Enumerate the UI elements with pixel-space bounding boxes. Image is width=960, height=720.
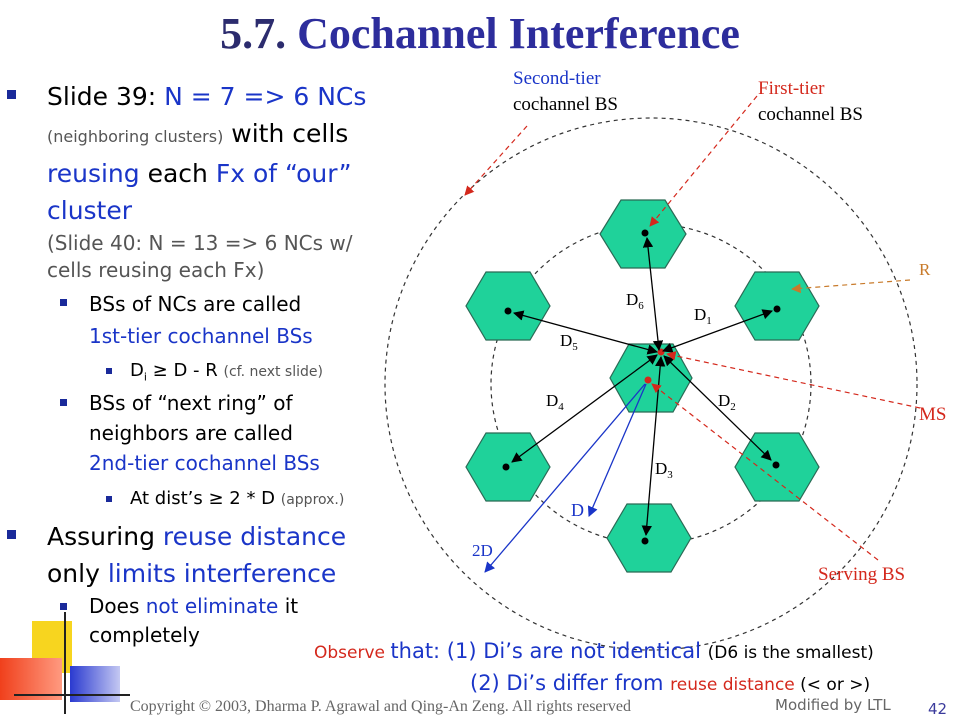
text-next-ring: BSs of “next ring” of (89, 391, 293, 415)
serving-bs-label: Serving BS (818, 564, 906, 585)
text-first-tier-bss: 1st-tier cochannel BSs (89, 324, 313, 348)
observe-word: Observe (314, 643, 391, 663)
text-it: it (278, 594, 299, 618)
deco-blue-block (70, 666, 120, 702)
text-reuse-distance: reuse distance (162, 522, 347, 551)
hex-center (609, 343, 693, 413)
text-fx: Fx of “our” cluster (47, 159, 352, 225)
text-bss-ncs: BSs of NCs are called (89, 292, 302, 316)
d4-letter: D (546, 391, 558, 410)
text-each: each (139, 159, 216, 188)
bullet-does-not: Does not eliminate it completely (60, 592, 389, 650)
first-tier-line2: cochannel BS (758, 104, 864, 125)
text-slide40-line1: (Slide 40: N = 13 => 6 NCs w/ (47, 231, 353, 255)
second-tier-line2: cochannel BS (513, 94, 619, 115)
text-slide40-line2: cells reusing each Fx) (47, 258, 265, 282)
svg-text:D2: D2 (718, 391, 736, 413)
bullet-dist: At dist’s ≥ 2 * D (approx.) (105, 486, 345, 513)
deco-vertical-line (64, 612, 66, 714)
deco-red-block (0, 658, 62, 700)
observe-that: that: (1) Di’s are not identical (390, 639, 708, 663)
svg-text:D6: D6 (626, 290, 644, 312)
text-neighboring: (neighboring clusters) (47, 127, 224, 146)
d6-letter: D (626, 290, 638, 309)
text-with-cells: with cells (223, 119, 349, 148)
d3-sub: 3 (667, 469, 673, 481)
distance-arrows (511, 236, 773, 537)
observe-note: Observe that: (1) Di’s are not identical… (314, 636, 874, 700)
observe-line2a: (2) Di’s differ from (470, 671, 671, 695)
observe-line2b: reuse distance (670, 675, 795, 695)
text-only: only (47, 559, 108, 588)
r-callout-line (791, 279, 911, 294)
d2-sub: 2 (730, 401, 736, 413)
ms-label: MS (919, 404, 947, 425)
reuse-arrows (484, 383, 647, 573)
d5-sub: 5 (572, 341, 578, 353)
hex-top-left (465, 271, 551, 341)
text-n7: N = 7 => 6 NCs (164, 82, 367, 111)
observe-line2c: (< or >) (794, 675, 871, 695)
text-reusing: reusing (47, 159, 140, 188)
deco-horizontal-line (14, 694, 130, 696)
text-cf-next: (cf. next slide) (223, 364, 323, 380)
bullet-assuring: Assuring reuse distance only limits inte… (7, 518, 427, 592)
text-limits: limits interference (107, 559, 337, 588)
d3-letter: D (655, 459, 667, 478)
text-slide39: Slide 39: (47, 82, 165, 111)
d-labels: D6 D1 D5 D4 D2 D3 (546, 290, 736, 481)
bullet-second-tier: BSs of “next ring” of neighbors are call… (60, 388, 409, 478)
text-at-dist: At dist’s ≥ 2 * D (130, 488, 281, 509)
second-tier-label: Second-tier cochannel BS (513, 66, 618, 118)
modified-by: Modified by LTL (775, 696, 891, 714)
text-di-sub: i (143, 370, 147, 384)
svg-text:D3: D3 (655, 459, 673, 481)
label-D: D (571, 500, 584, 520)
svg-text:D1: D1 (694, 305, 712, 327)
outer-tier-circle (384, 117, 918, 651)
d6-sub: 6 (638, 300, 644, 312)
text-di-d: D (130, 360, 144, 381)
bullet-di-bound: Di ≥ D - R (cf. next slide) (106, 358, 323, 391)
serving-bs-dot (644, 376, 652, 384)
text-second-tier-bss: 2nd-tier cochannel BSs (89, 451, 320, 475)
text-slide40: (Slide 40: N = 13 => 6 NCs w/ cells reus… (47, 230, 447, 284)
bullet-first-tier: BSs of NCs are called 1st-tier cochannel… (60, 288, 409, 352)
bullet-slide39: Slide 39: N = 7 => 6 NCs (neighboring cl… (7, 78, 437, 229)
d1-letter: D (694, 305, 706, 324)
text-neighbors-called: neighbors are called (89, 421, 293, 445)
text-not-eliminate: not eliminate (145, 594, 279, 618)
callout-lines (464, 95, 921, 561)
second-tier-line1: Second-tier (513, 68, 601, 89)
text-completely: completely (89, 623, 200, 647)
text-does: Does (89, 594, 146, 618)
copyright-footer: Copyright © 2003, Dharma P. Agrawal and … (130, 698, 631, 715)
title-number: 5.7. (220, 9, 287, 58)
svg-text:D5: D5 (560, 331, 578, 353)
first-tier-label: First-tier cochannel BS (758, 76, 863, 128)
title-text: Cochannel Interference (297, 9, 740, 58)
text-assuring: Assuring (47, 522, 163, 551)
text-approx: (approx.) (280, 492, 345, 508)
bs-dots (502, 229, 781, 545)
svg-text:D4: D4 (546, 391, 564, 413)
d4-sub: 4 (558, 401, 564, 413)
r-label: R (919, 260, 931, 279)
d5-letter: D (560, 331, 572, 350)
text-di-rest: ≥ D - R (146, 360, 224, 381)
observe-note1: (D6 is the smallest) (707, 643, 874, 663)
page-number: 42 (928, 700, 948, 718)
label-2D: 2D (472, 541, 493, 560)
d2-letter: D (718, 391, 730, 410)
first-tier-line1: First-tier (758, 78, 825, 99)
hex-bottom (606, 503, 692, 573)
d1-sub: 1 (706, 315, 712, 327)
slide-title: 5.7. Cochannel Interference (0, 8, 960, 59)
